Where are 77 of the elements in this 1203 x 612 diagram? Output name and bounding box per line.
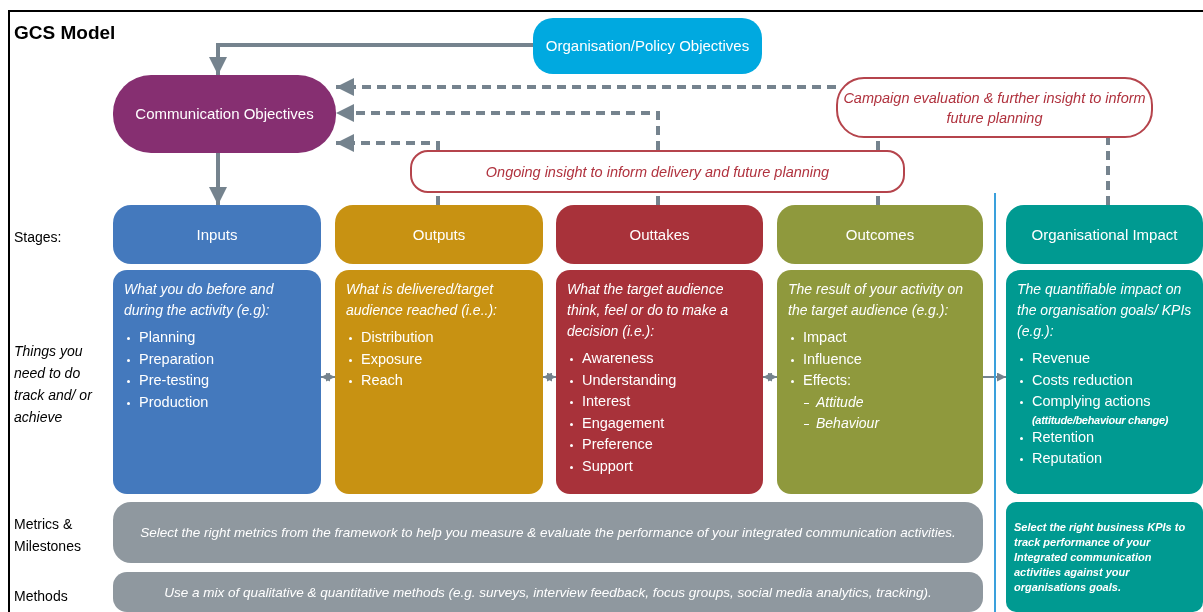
list-item: Reach bbox=[346, 370, 535, 392]
list-item: Awareness bbox=[567, 348, 755, 370]
list-item: Retention bbox=[1017, 426, 1195, 448]
list-item: Planning bbox=[124, 327, 313, 349]
description-card bbox=[777, 270, 983, 494]
bar-text: Select the right metrics from the framework to help you measure & evaluate the performance of your integrated communication activities. bbox=[140, 524, 956, 542]
list-item: Influence bbox=[788, 348, 975, 370]
list-item: Effects: bbox=[788, 370, 975, 392]
stage-box bbox=[335, 205, 543, 264]
connector-line bbox=[876, 193, 880, 205]
list-item: Impact bbox=[788, 327, 975, 349]
bar-text: Select the right business KPIs to track performance of your Integrated communication activities against your organisations goals. bbox=[1014, 519, 1187, 595]
box-label: Outcomes bbox=[845, 224, 915, 245]
card-heading: What the target audience think, feel or do to make a decision (i.e.): bbox=[567, 280, 730, 341]
insight-box bbox=[410, 150, 905, 193]
card-heading: The result of your activity on the target audience (e.g.): bbox=[788, 280, 965, 320]
arrow bbox=[209, 43, 533, 75]
list-item: Engagement bbox=[567, 412, 755, 434]
list-item: Reputation bbox=[1017, 448, 1195, 470]
stage-box bbox=[556, 205, 763, 264]
methods-bar bbox=[113, 572, 983, 612]
card-heading: What you do before and during the activity (e.g): bbox=[124, 280, 275, 320]
connector-line bbox=[436, 193, 440, 205]
arrow bbox=[982, 372, 1007, 382]
arrow bbox=[336, 78, 836, 96]
list-item: Understanding bbox=[567, 369, 755, 391]
row-label: Methods bbox=[14, 587, 69, 606]
list-item: Production bbox=[124, 391, 313, 413]
stage-box bbox=[777, 205, 983, 264]
box-label: Outputs bbox=[412, 224, 466, 245]
diagram-title: GCS Model bbox=[14, 22, 116, 44]
metrics-bar bbox=[113, 502, 983, 563]
double-arrow bbox=[542, 372, 557, 382]
insight-text: Campaign evaluation & further insight to inform future planning bbox=[842, 88, 1147, 128]
stage-box bbox=[1006, 205, 1203, 264]
sub-list-item: Attitude bbox=[788, 391, 975, 413]
row-label: Metrics & Milestones bbox=[14, 515, 82, 556]
list-item: Preparation bbox=[124, 348, 313, 370]
objective-box bbox=[113, 75, 336, 153]
double-arrow bbox=[320, 372, 336, 382]
description-card bbox=[113, 270, 321, 494]
list-item: Interest bbox=[567, 391, 755, 413]
connector-line bbox=[876, 138, 880, 150]
description-card bbox=[556, 270, 763, 494]
double-arrow bbox=[762, 372, 778, 382]
list-item: Exposure bbox=[346, 348, 535, 370]
sub-list-item: Behaviour bbox=[788, 413, 975, 435]
card-heading: The quantifiable impact on the organisation goals/ KPIs (e.g.): bbox=[1017, 280, 1193, 341]
insight-box bbox=[836, 77, 1153, 138]
list-item: Complying actions bbox=[1017, 391, 1195, 413]
description-card bbox=[335, 270, 543, 494]
list-item: Costs reduction bbox=[1017, 369, 1195, 391]
card-heading: What is delivered/target audience reached (i.e..): bbox=[346, 280, 498, 320]
box-label: Communication Objectives bbox=[135, 104, 314, 124]
box-label: Outtakes bbox=[629, 224, 690, 245]
arrow bbox=[209, 153, 227, 205]
description-card bbox=[1006, 270, 1203, 494]
bar-text: Use a mix of qualitative & quantitative methods (e.g. surveys, interview feedback, focus groups, social media analytics, tracking). bbox=[164, 583, 932, 602]
connector-line bbox=[1106, 138, 1110, 205]
box-label: Organisation/Policy Objectives bbox=[545, 36, 750, 56]
list-note: (attitude/behaviour change) bbox=[1031, 412, 1170, 427]
box-label: Organisational Impact bbox=[1031, 224, 1178, 245]
row-label: Stages: bbox=[14, 228, 63, 247]
list-item: Distribution bbox=[346, 327, 535, 349]
list-item: Revenue bbox=[1017, 348, 1195, 370]
connector-line bbox=[656, 193, 660, 205]
list-item: Preference bbox=[567, 434, 755, 456]
insight-text: Ongoing insight to inform delivery and future planning bbox=[485, 162, 830, 182]
box-label: Inputs bbox=[196, 224, 238, 245]
kpi-box bbox=[1006, 502, 1203, 612]
list-item: Pre-testing bbox=[124, 370, 313, 392]
objective-box bbox=[533, 18, 762, 74]
arrow bbox=[336, 104, 660, 150]
stage-box bbox=[113, 205, 321, 264]
list-item: Support bbox=[567, 455, 755, 477]
arrow bbox=[336, 134, 440, 152]
row-label: Things you need to do track and/ or achieve bbox=[14, 342, 94, 427]
